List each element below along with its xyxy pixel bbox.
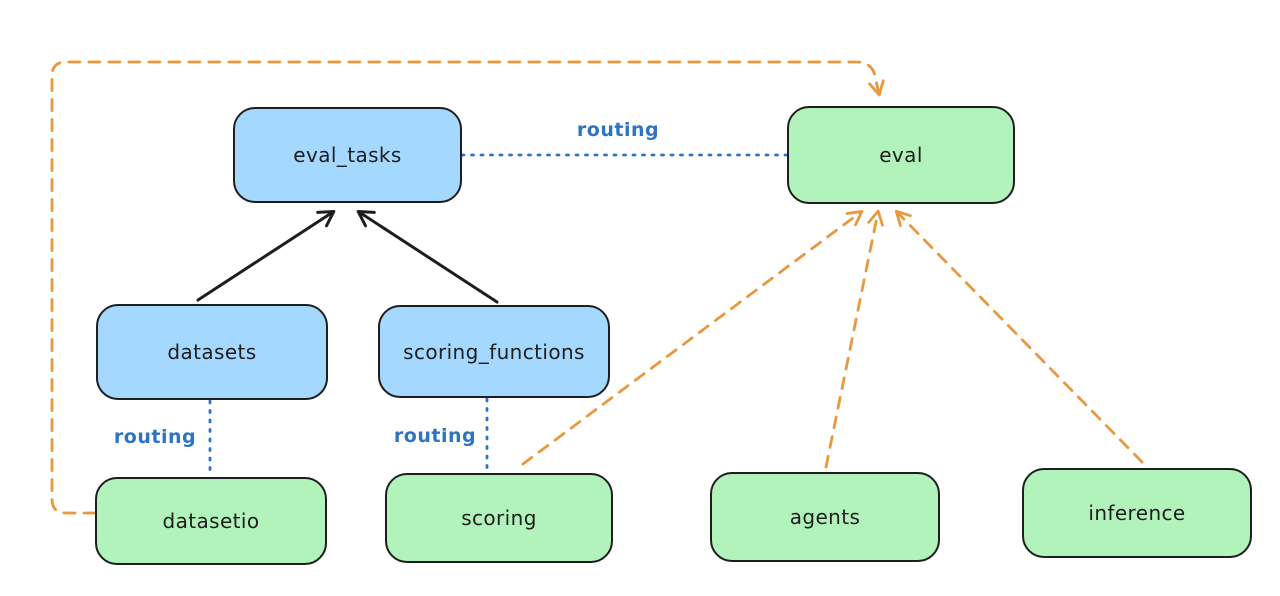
- node-label: inference: [1088, 501, 1186, 525]
- edge-agents-to-eval: [824, 209, 884, 469]
- edge-inference-to-eval: [894, 209, 1144, 464]
- node-label: agents: [789, 505, 861, 529]
- node-inference: inference: [1022, 468, 1252, 558]
- node-agents: agents: [710, 472, 940, 562]
- node-eval: eval: [787, 106, 1015, 204]
- node-scoring: scoring: [385, 473, 613, 563]
- node-datasetio: datasetio: [95, 477, 327, 565]
- edge-scoring-functions-to-eval-tasks: [356, 209, 499, 304]
- node-eval-tasks: eval_tasks: [233, 107, 462, 203]
- routing-label-datasets-datasetio: routing: [113, 426, 197, 448]
- node-scoring-functions: scoring_functions: [378, 305, 610, 398]
- routing-label-scoring-functions-scoring: routing: [393, 425, 477, 447]
- routing-label-eval-tasks-eval: routing: [576, 119, 660, 141]
- node-label: eval: [879, 143, 923, 167]
- node-datasets: datasets: [96, 304, 328, 400]
- edge-datasets-to-eval-tasks: [196, 209, 336, 302]
- edge-datasetio-to-eval: [50, 60, 885, 515]
- node-label: datasetio: [162, 509, 260, 533]
- node-label: datasets: [167, 340, 257, 364]
- edge-scoring-to-eval: [521, 210, 864, 466]
- node-label: eval_tasks: [293, 143, 402, 167]
- node-label: scoring: [461, 506, 537, 530]
- node-label: scoring_functions: [403, 339, 585, 364]
